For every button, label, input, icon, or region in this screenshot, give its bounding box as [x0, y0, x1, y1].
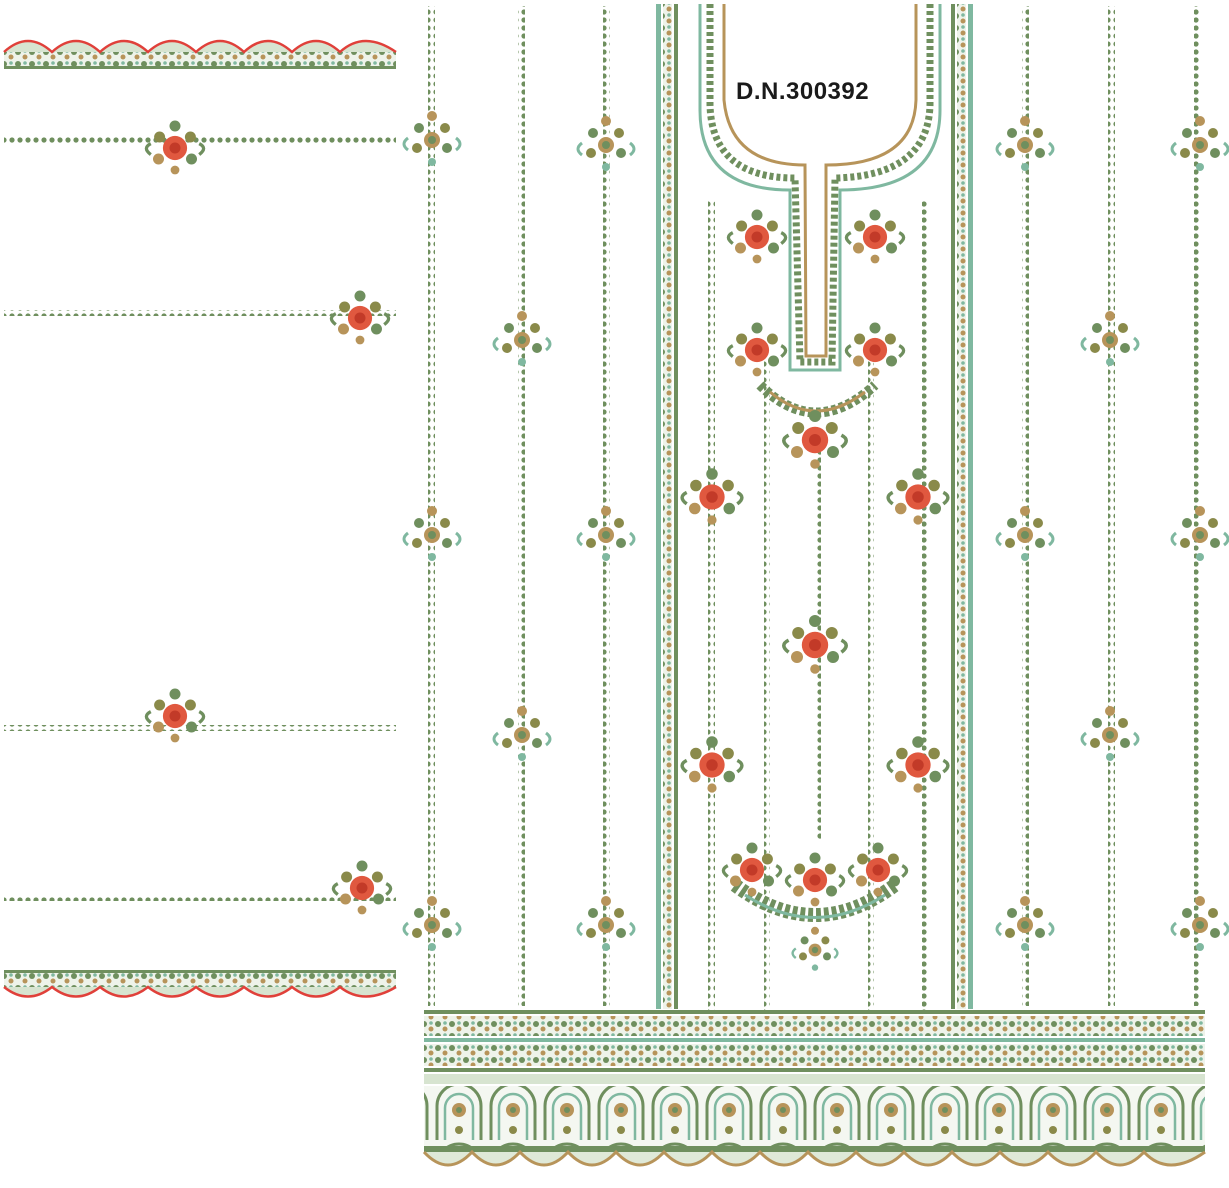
neckline [698, 4, 942, 372]
sleeve-chain-2 [4, 288, 396, 347]
design-number-label: D.N.300392 [736, 78, 870, 105]
sleeve-chain-4 [4, 858, 396, 917]
hem-border [422, 1010, 1206, 1167]
vertical-chains [428, 6, 1201, 1010]
scallop-border-bottom [3, 970, 397, 998]
sleeve-chain-1 [4, 118, 396, 177]
neck-ornament [726, 207, 906, 676]
sleeve-chain-3 [4, 686, 396, 745]
placket-borders [656, 4, 973, 1009]
front-medallion [721, 840, 909, 972]
scallop-border-top [3, 39, 397, 69]
